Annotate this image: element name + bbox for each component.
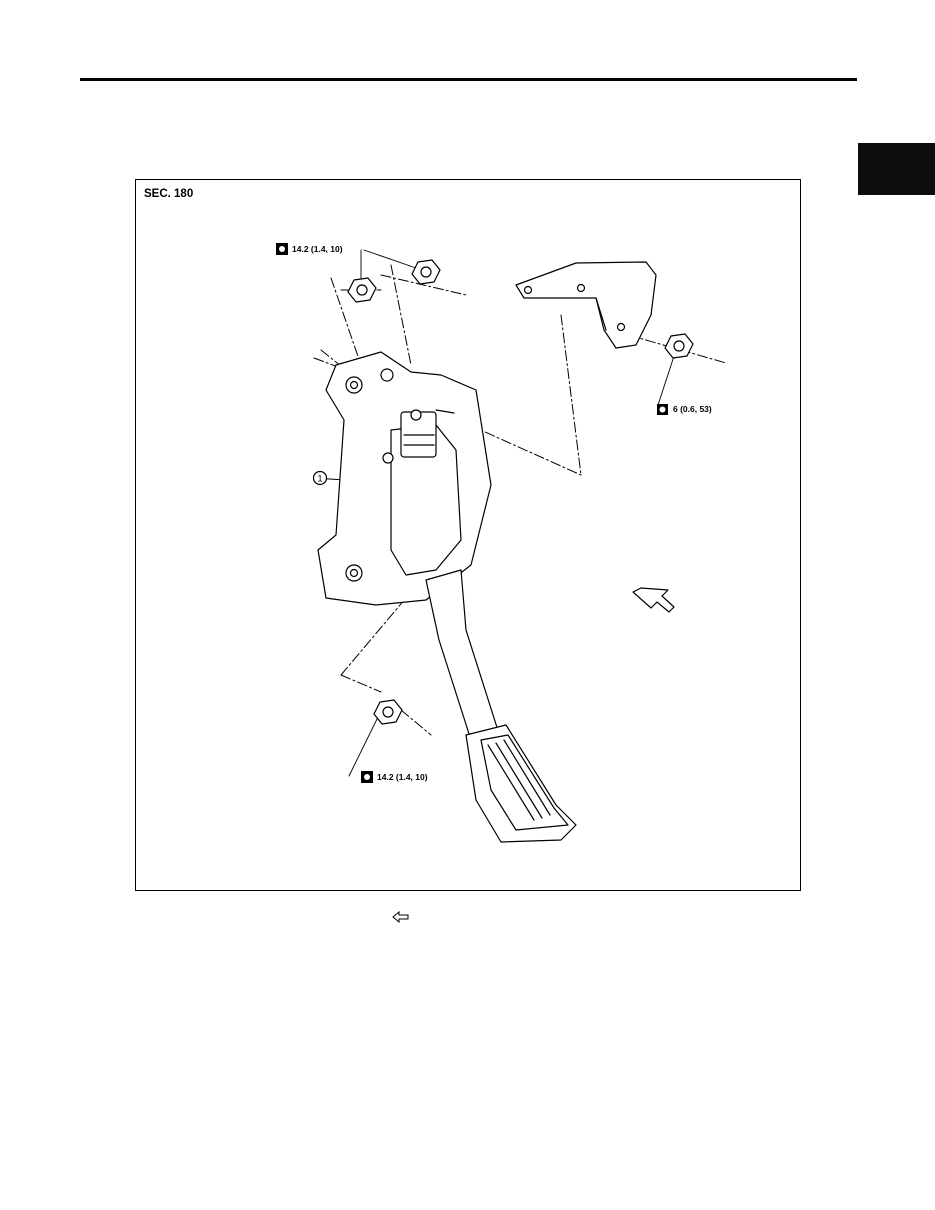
pedal-arm [425,569,502,741]
item-number-label: 1 [317,474,322,484]
upper-nuts-torque-label: 14.2 (1.4, 10) [292,244,343,254]
section-label: SEC. 180 [144,188,194,200]
torque-wrench-icon [361,771,373,783]
bracket-nut-torque-label: 6 (0.6, 53) [673,404,712,414]
pedal-assembly [317,351,492,606]
bracket-nut [664,333,694,359]
header-rule [80,78,857,81]
upper-nut-right [411,259,441,285]
accelerator-pedal-diagram: 14.2 (1.4, 10) 6 (0.6, 53) 14.2 (1.4, 10… [276,243,727,843]
section-tab [858,143,935,195]
left-arrow-outline-icon [392,911,409,923]
item-number-circle [312,470,328,486]
upper-nut-left [347,277,377,303]
vehicle-front-arrow-icon [632,587,675,613]
pedal-pad [465,724,577,843]
lower-nut-torque-label: 14.2 (1.4, 10) [377,772,428,782]
mounting-bracket [515,261,657,349]
torque-wrench-icon [276,243,288,255]
exploded-view-figure: SEC. 180 [135,179,801,891]
sealant-icon [657,404,668,415]
lower-nut [373,699,403,725]
